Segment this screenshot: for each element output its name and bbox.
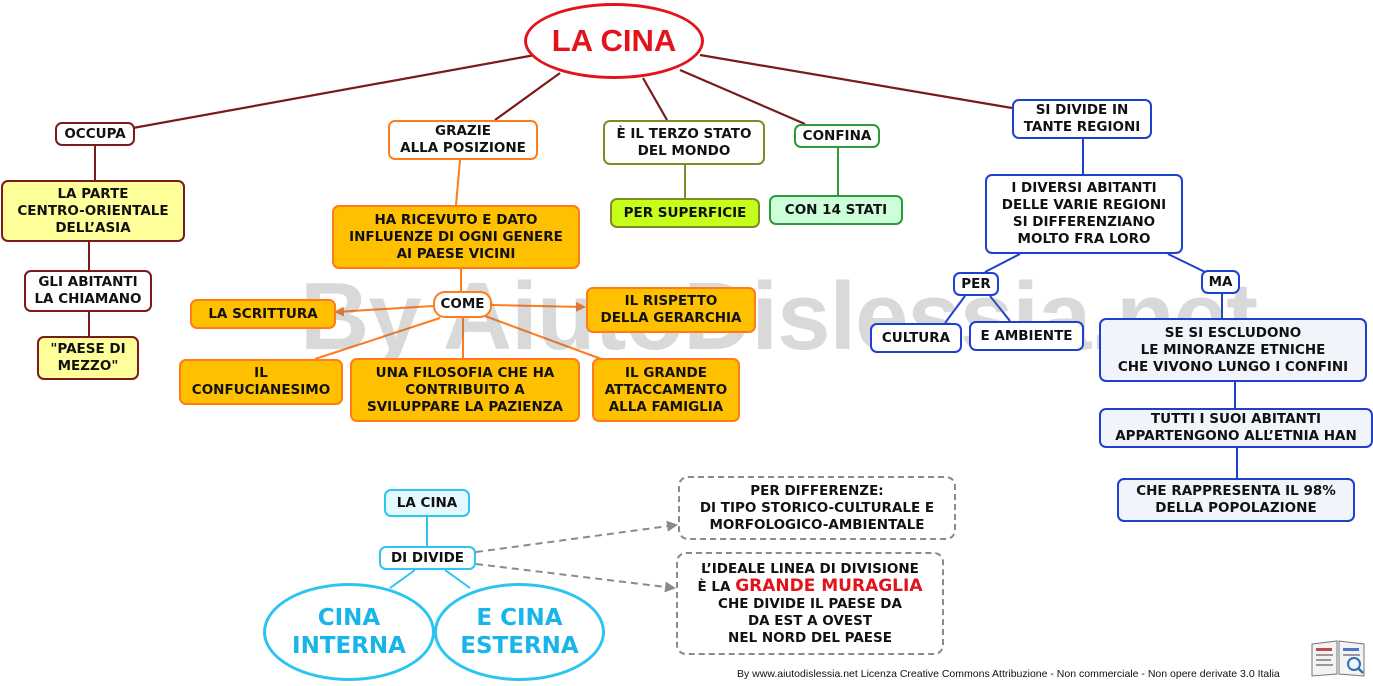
cina-interna-oval: CINA INTERNA xyxy=(263,583,435,681)
arrow-come-rispetto xyxy=(491,301,586,312)
etnia-han-node: TUTTI I SUOI ABITANTI APPARTENGONO ALL’E… xyxy=(1099,408,1373,448)
link-come-confucianesimo xyxy=(314,317,441,360)
arrow-divide-differenze xyxy=(475,520,678,553)
per-node: PER xyxy=(953,272,999,296)
divide-node: DI DIVIDE xyxy=(379,546,476,570)
paese-mezzo-node: "PAESE DI MEZZO" xyxy=(37,336,139,380)
link-abitanti-per xyxy=(984,253,1021,273)
filosofia-node: UNA FILOSOFIA CHE HA CONTRIBUITO A SVILU… xyxy=(350,358,580,422)
link-title-regioni xyxy=(699,53,1013,110)
link-per-ambiente xyxy=(989,295,1011,322)
cina-esterna-text: E CINA ESTERNA xyxy=(460,605,579,659)
differenze-node: PER DIFFERENZE: DI TIPO STORICO-CULTURAL… xyxy=(678,476,956,540)
diversi-abitanti-node: I DIVERSI ABITANTI DELLE VARIE REGIONI S… xyxy=(985,174,1183,254)
title-text: LA CINA xyxy=(551,23,677,58)
book-icon xyxy=(1311,640,1365,677)
linea-line-1: L’IDEALE LINEA DI DIVISIONE xyxy=(701,560,919,577)
arrow-divide-linea xyxy=(475,563,676,593)
link-title-posizione xyxy=(494,72,561,121)
regioni-node: SI DIVIDE IN TANTE REGIONI xyxy=(1012,99,1152,139)
la-cina-small-node: LA CINA xyxy=(384,489,470,517)
link-title-occupa xyxy=(132,53,536,130)
escludono-node: SE SI ESCLUDONO LE MINORANZE ETNICHE CHE… xyxy=(1099,318,1367,382)
grande-muraglia-text: GRANDE MURAGLIA xyxy=(735,575,923,596)
link-come-famiglia xyxy=(484,315,605,361)
linea-line-3: CHE DIVIDE IL PAESE DA DA EST A OVEST NE… xyxy=(718,595,902,646)
cina-esterna-oval: E CINA ESTERNA xyxy=(434,583,605,681)
ma-node: MA xyxy=(1201,270,1240,294)
ricevuto-node: HA RICEVUTO E DATO INFLUENZE DI OGNI GEN… xyxy=(332,205,580,269)
linea-prefix: È LA xyxy=(697,578,736,595)
confina-node: CONFINA xyxy=(794,124,880,148)
link-abitanti-ma xyxy=(1167,253,1206,273)
posizione-node: GRAZIE ALLA POSIZIONE xyxy=(388,120,538,160)
come-node: COME xyxy=(433,291,492,318)
link-posizione-ricevuto xyxy=(455,159,461,206)
arrow-come-scrittura xyxy=(334,305,434,317)
parte-node: LA PARTE CENTRO-ORIENTALE DELL’ASIA xyxy=(1,180,185,242)
link-title-confina xyxy=(679,68,806,126)
cultura-node: CULTURA xyxy=(870,323,962,353)
title-oval: LA CINA xyxy=(524,3,704,79)
superficie-node: PER SUPERFICIE xyxy=(610,198,760,228)
percento-node: CHE RAPPRESENTA IL 98% DELLA POPOLAZIONE xyxy=(1117,478,1355,522)
terzo-stato-node: È IL TERZO STATO DEL MONDO xyxy=(603,120,765,165)
cina-interna-text: CINA INTERNA xyxy=(292,605,406,659)
link-divide-interna xyxy=(389,569,416,589)
stati-node: CON 14 STATI xyxy=(769,195,903,225)
occupa-node: OCCUPA xyxy=(55,122,135,146)
famiglia-node: IL GRANDE ATTACCAMENTO ALLA FAMIGLIA xyxy=(592,358,740,422)
link-divide-esterna xyxy=(444,569,471,589)
license-credit: By www.aiutodislessia.net Licenza Creati… xyxy=(737,668,1280,680)
linea-line-2: È LA GRANDE MURAGLIA xyxy=(697,575,923,596)
rispetto-node: IL RISPETTO DELLA GERARCHIA xyxy=(586,287,756,333)
linea-divisione-node: L’IDEALE LINEA DI DIVISIONE È LA GRANDE … xyxy=(676,552,944,655)
ambiente-node: E AMBIENTE xyxy=(969,321,1084,351)
scrittura-node: LA SCRITTURA xyxy=(190,299,336,329)
link-title-terzo xyxy=(642,77,668,121)
abitanti-chiamano-node: GLI ABITANTI LA CHIAMANO xyxy=(24,270,152,312)
confucianesimo-node: IL CONFUCIANESIMO xyxy=(179,359,343,405)
link-per-cultura xyxy=(944,295,966,324)
